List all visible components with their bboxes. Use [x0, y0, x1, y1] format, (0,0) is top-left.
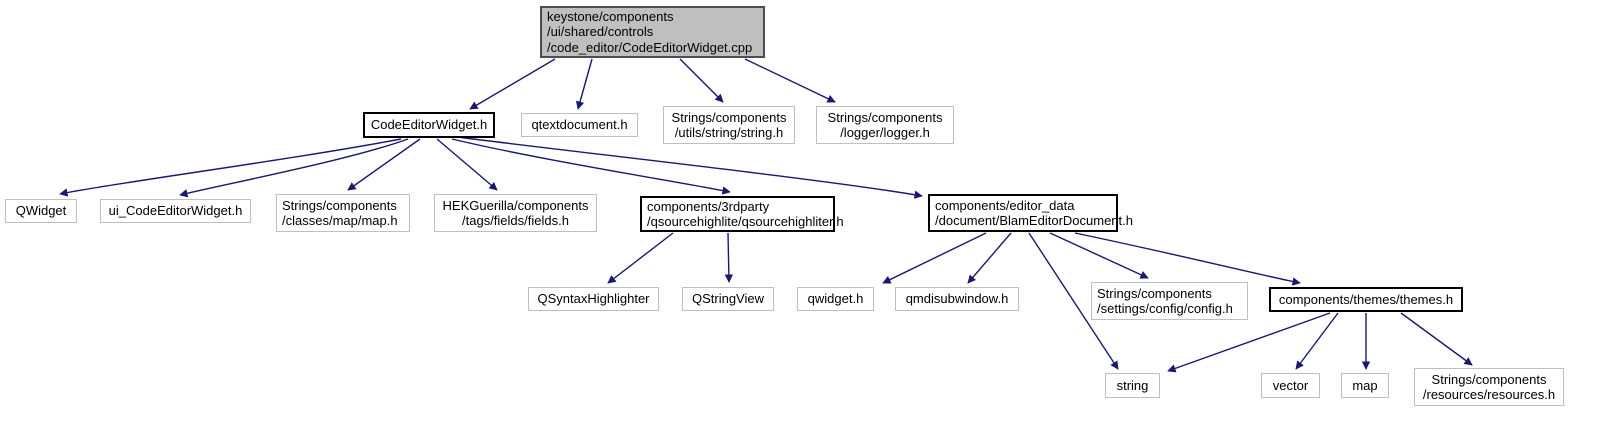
node-label-line: HEKGuerilla/components: [442, 197, 589, 213]
node-label-line: Strings/components: [282, 197, 397, 213]
node-qstringview[interactable]: QStringView: [682, 287, 774, 311]
node-string[interactable]: string: [1105, 373, 1160, 398]
node-label-line: qmdisubwindow.h: [905, 291, 1009, 307]
dependency-edge: [1049, 232, 1149, 279]
node-label-line: components/themes/themes.h: [1278, 291, 1454, 307]
node-label-line: /settings/config/config.h: [1097, 301, 1233, 316]
node-label-line: string: [1116, 377, 1149, 393]
dependency-edge: [436, 138, 498, 191]
node-label-line: /qsourcehighlite/qsourcehighliter.h: [647, 214, 844, 229]
node-label-line: Strings/components: [827, 109, 943, 125]
node-qwidget[interactable]: QWidget: [5, 199, 77, 223]
node-strings_logger_h[interactable]: Strings/components/logger/logger.h: [816, 106, 954, 144]
dependency-edge: [575, 58, 593, 110]
node-vector[interactable]: vector: [1261, 373, 1320, 398]
dependency-edge: [1400, 312, 1473, 366]
dependency-edge: [607, 232, 674, 284]
node-label-line: /resources/resources.h: [1422, 387, 1556, 402]
dependency-edge: [1074, 232, 1301, 286]
node-label-line: /code_editor/CodeEditorWidget.cpp: [547, 39, 753, 55]
dependency-edge: [59, 138, 402, 197]
dependency-edge: [882, 232, 987, 284]
dependency-edge: [451, 138, 731, 195]
node-strings_resources_h[interactable]: Strings/components/resources/resources.h: [1414, 368, 1564, 406]
node-codeeditorwidget_h[interactable]: CodeEditorWidget.h: [363, 112, 495, 138]
node-qwidget_h[interactable]: qwidget.h: [797, 287, 874, 311]
node-label-line: /logger/logger.h: [840, 125, 930, 140]
node-label-line: components/3rdparty: [647, 198, 770, 214]
node-label-line: Strings/components: [671, 109, 787, 125]
dependency-edge: [1167, 312, 1331, 373]
node-label-line: Strings/components: [1097, 285, 1212, 301]
node-strings_config_h[interactable]: Strings/components/settings/config/confi…: [1091, 282, 1248, 320]
dependency-edge: [1295, 312, 1339, 370]
node-label-line: /utils/string/string.h: [674, 125, 784, 140]
node-label-line: ui_CodeEditorWidget.h: [108, 203, 243, 219]
node-qtextdocument_h[interactable]: qtextdocument.h: [521, 113, 638, 137]
node-label-line: /tags/fields/fields.h: [462, 213, 569, 228]
dependency-edge: [724, 232, 734, 283]
dependency-edge: [967, 232, 1012, 284]
node-label-line: Strings/components: [1431, 371, 1547, 387]
node-ui_codeeditorwidget_h[interactable]: ui_CodeEditorWidget.h: [100, 199, 251, 223]
node-label-line: QStringView: [691, 291, 764, 307]
dependency-edge: [347, 138, 421, 191]
node-label-line: /document/BlamEditorDocument.h: [935, 213, 1133, 228]
node-label-line: keystone/components: [547, 8, 674, 24]
node-label-line: qtextdocument.h: [531, 117, 628, 133]
node-label-line: QSyntaxHighlighter: [537, 291, 650, 307]
dependency-edge: [744, 58, 836, 103]
node-label-line: /ui/shared/controls: [547, 24, 654, 40]
node-label-line: map: [1352, 377, 1378, 393]
node-strings_string_h[interactable]: Strings/components/utils/string/string.h: [663, 106, 795, 144]
node-root[interactable]: keystone/components/ui/shared/controls/c…: [540, 6, 765, 58]
dependency-edge: [179, 138, 409, 198]
node-qsyntaxhighlighter[interactable]: QSyntaxHighlighter: [528, 287, 659, 311]
dependency-edge: [469, 58, 556, 110]
node-qsourcehighliter_h[interactable]: components/3rdparty/qsourcehighlite/qsou…: [640, 196, 844, 232]
dependency-edge: [679, 58, 724, 103]
dependency-edge: [456, 136, 923, 199]
node-map[interactable]: map: [1341, 373, 1389, 398]
node-themes_h[interactable]: components/themes/themes.h: [1269, 287, 1463, 312]
node-label-line: CodeEditorWidget.h: [370, 117, 488, 133]
node-hekguerilla_fields_h[interactable]: HEKGuerilla/components/tags/fields/field…: [434, 194, 597, 232]
node-label-line: vector: [1272, 377, 1309, 393]
node-qmdisubwindow_h[interactable]: qmdisubwindow.h: [895, 287, 1019, 311]
node-strings_map_h[interactable]: Strings/components/classes/map/map.h: [276, 194, 410, 232]
node-blameditordocument_h[interactable]: components/editor_data/document/BlamEdit…: [928, 194, 1133, 232]
node-label-line: qwidget.h: [807, 291, 864, 307]
node-label-line: components/editor_data: [935, 197, 1075, 213]
node-label-line: /classes/map/map.h: [282, 213, 398, 228]
node-label-line: QWidget: [15, 203, 67, 219]
